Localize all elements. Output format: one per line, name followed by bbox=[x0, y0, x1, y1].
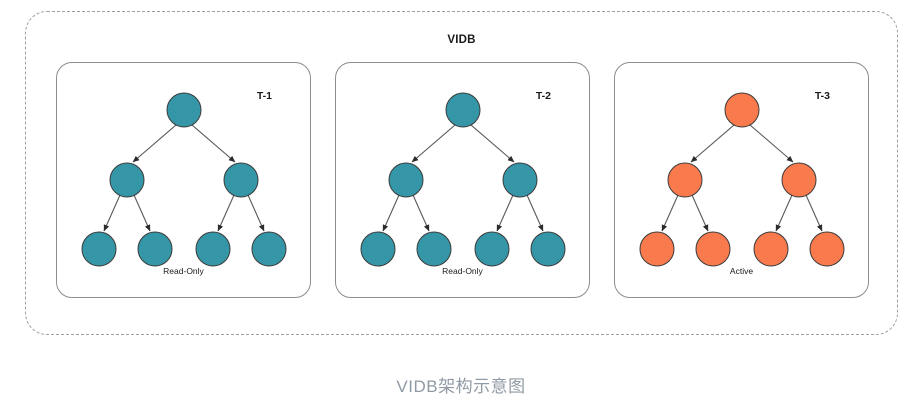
tree-nodes bbox=[639, 92, 845, 267]
tree-node-mid bbox=[781, 162, 817, 198]
tree-nodes bbox=[360, 92, 566, 267]
panel-status-t1: Read-Only bbox=[163, 266, 204, 276]
tree-node-leaf bbox=[809, 231, 845, 267]
tree-node-mid bbox=[109, 162, 145, 198]
tree-node-mid bbox=[388, 162, 424, 198]
tree-node-leaf bbox=[695, 231, 731, 267]
tree-node-leaf bbox=[474, 231, 510, 267]
vidb-outer-container: VIDB bbox=[25, 11, 898, 335]
tree-node-mid bbox=[502, 162, 538, 198]
tree-node-leaf bbox=[639, 231, 675, 267]
tree-graphic-t3 bbox=[639, 92, 845, 267]
tree-node-leaf bbox=[81, 231, 117, 267]
tree-edges bbox=[382, 124, 544, 232]
panel-row: T-1 Read-Only bbox=[56, 62, 869, 298]
tree-graphic-t1 bbox=[81, 92, 287, 267]
tree-node-root bbox=[445, 92, 481, 128]
tree-node-leaf bbox=[251, 231, 287, 267]
tree-node-root bbox=[724, 92, 760, 128]
tree-node-leaf bbox=[530, 231, 566, 267]
tree-edges bbox=[103, 124, 265, 232]
figure-caption: VIDB架构示意图 bbox=[396, 377, 526, 396]
tree-node-leaf bbox=[753, 231, 789, 267]
tree-panel-t2[interactable]: T-2 Read-Only bbox=[335, 62, 590, 298]
tree-node-leaf bbox=[416, 231, 452, 267]
tree-node-root bbox=[166, 92, 202, 128]
tree-edges bbox=[661, 124, 823, 232]
panel-status-t2: Read-Only bbox=[442, 266, 483, 276]
tree-node-leaf bbox=[137, 231, 173, 267]
panel-status-t3: Active bbox=[729, 266, 754, 276]
tree-node-leaf bbox=[195, 231, 231, 267]
tree-graphic-t2 bbox=[360, 92, 566, 267]
diagram-title: VIDB bbox=[447, 34, 476, 46]
tree-panel-t3[interactable]: T-3 Active bbox=[614, 62, 869, 298]
tree-node-leaf bbox=[360, 231, 396, 267]
panel-label-t2: T-2 bbox=[535, 90, 551, 102]
tree-nodes bbox=[81, 92, 287, 267]
tree-node-mid bbox=[223, 162, 259, 198]
panel-label-t1: T-1 bbox=[256, 90, 272, 102]
tree-node-mid bbox=[667, 162, 703, 198]
tree-panel-t1[interactable]: T-1 Read-Only bbox=[56, 62, 311, 298]
panel-label-t3: T-3 bbox=[814, 90, 830, 102]
